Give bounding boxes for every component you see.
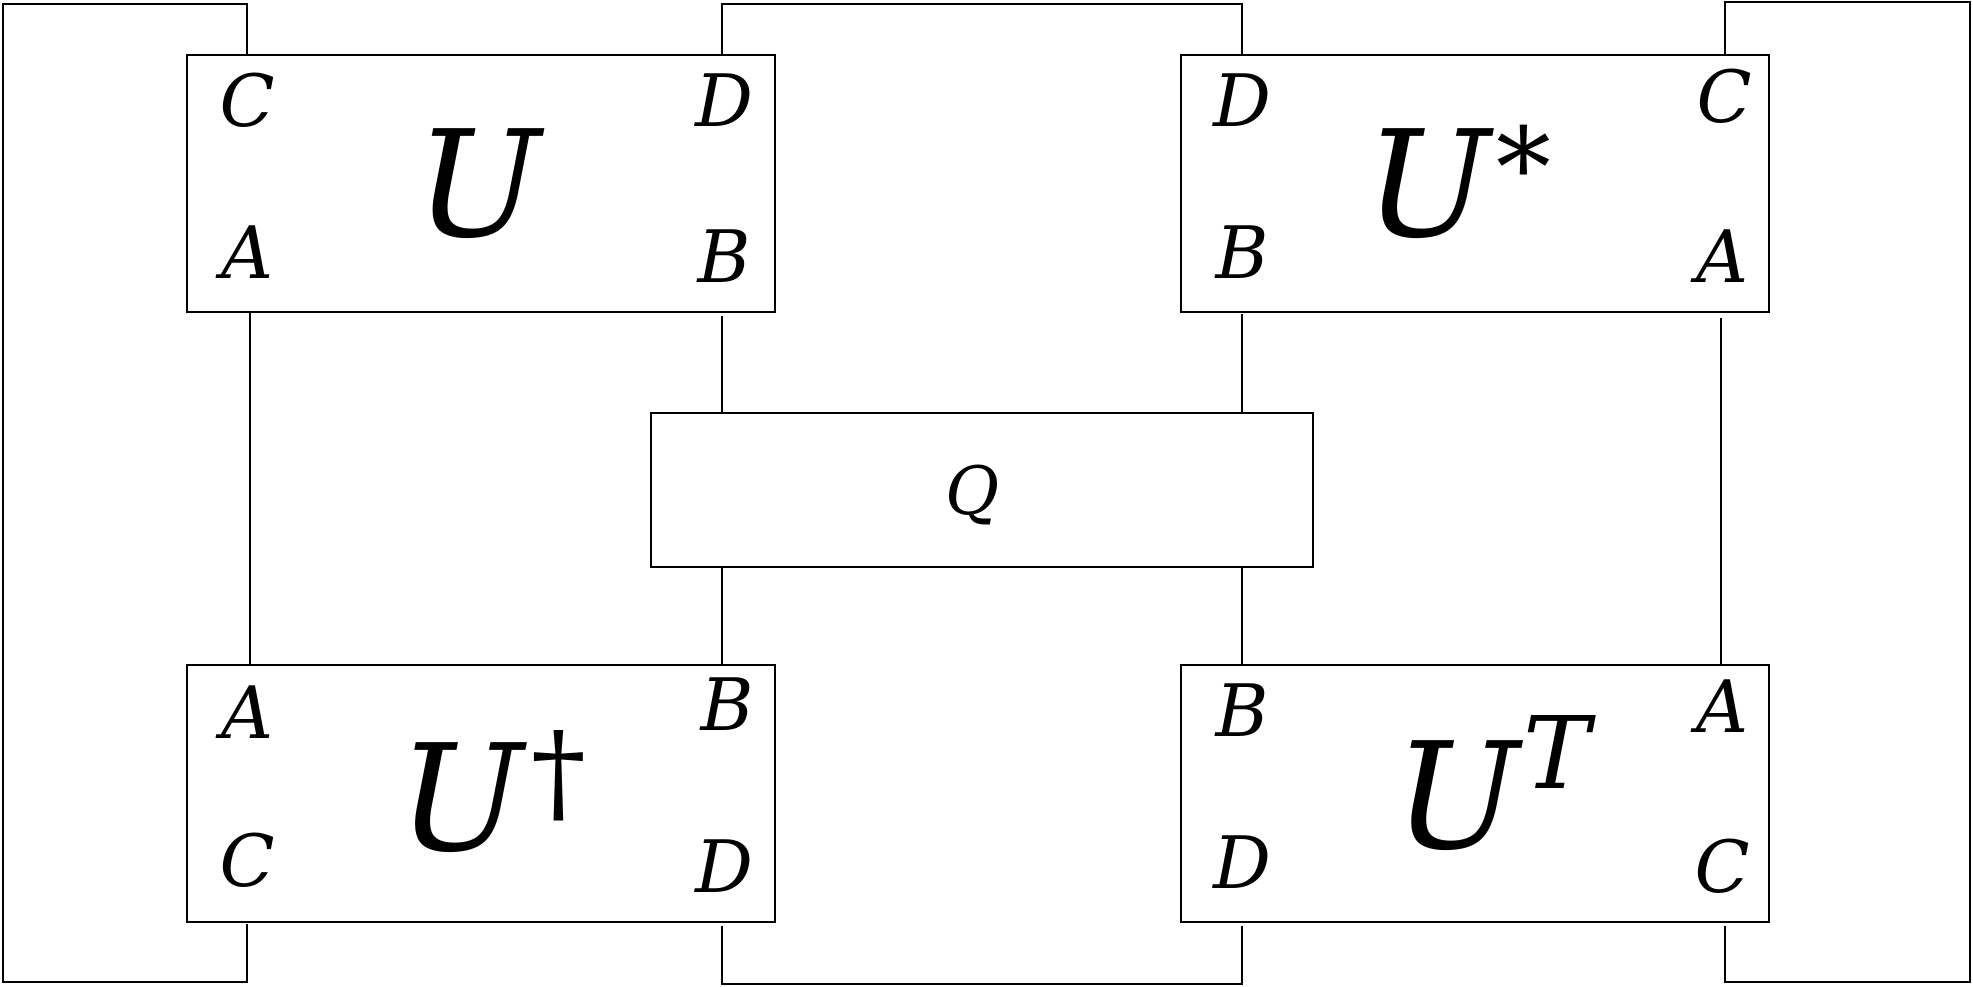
port-u-bottom-right: B — [696, 215, 751, 299]
box-q-title: Q — [945, 453, 999, 530]
wire-left-outer-loop — [2, 3, 248, 983]
port-u-transpose-top-right: A — [1690, 665, 1748, 749]
port-u-transpose-top-left: B — [1214, 669, 1269, 753]
tensor-box-q: Q — [650, 412, 1314, 568]
port-u-star-bottom-left: B — [1214, 211, 1269, 295]
tensor-box-u-transpose: B A D C UT — [1180, 664, 1770, 923]
port-u-top-left: C — [219, 59, 274, 143]
wire-right-outer-loop — [1724, 1, 1971, 983]
box-u-transpose-frame — [1180, 664, 1770, 923]
box-u-dagger-frame — [186, 664, 776, 923]
box-q-frame — [650, 412, 1314, 568]
port-u-transpose-bottom-right: C — [1694, 825, 1749, 909]
box-u-title: U — [416, 99, 545, 271]
port-u-star-bottom-right: A — [1690, 215, 1748, 299]
box-u-transpose-title: UT — [1394, 695, 1596, 883]
port-u-dagger-top-left: A — [215, 671, 273, 755]
tensor-box-u-star: D C B A U* — [1180, 54, 1770, 313]
wire-top-loop — [721, 3, 1243, 55]
port-u-dagger-bottom-left: C — [219, 819, 274, 903]
tensor-box-u-dagger: A B C D U† — [186, 663, 776, 923]
box-u-star-frame — [1180, 54, 1770, 313]
port-u-top-right: D — [693, 59, 753, 143]
box-u-frame — [186, 54, 776, 313]
port-u-bottom-left: A — [215, 211, 273, 295]
port-u-dagger-bottom-right: D — [693, 825, 753, 909]
wire-bottom-loop — [721, 926, 1243, 985]
port-u-star-top-right: C — [1696, 55, 1751, 139]
box-u-star-title: U* — [1365, 99, 1551, 271]
port-u-transpose-bottom-left: D — [1211, 821, 1271, 905]
port-u-dagger-top-right: B — [699, 663, 754, 747]
box-u-dagger-title: U† — [398, 708, 586, 885]
port-u-star-top-left: D — [1211, 59, 1271, 143]
tensor-box-u: C D A B U — [186, 54, 776, 313]
